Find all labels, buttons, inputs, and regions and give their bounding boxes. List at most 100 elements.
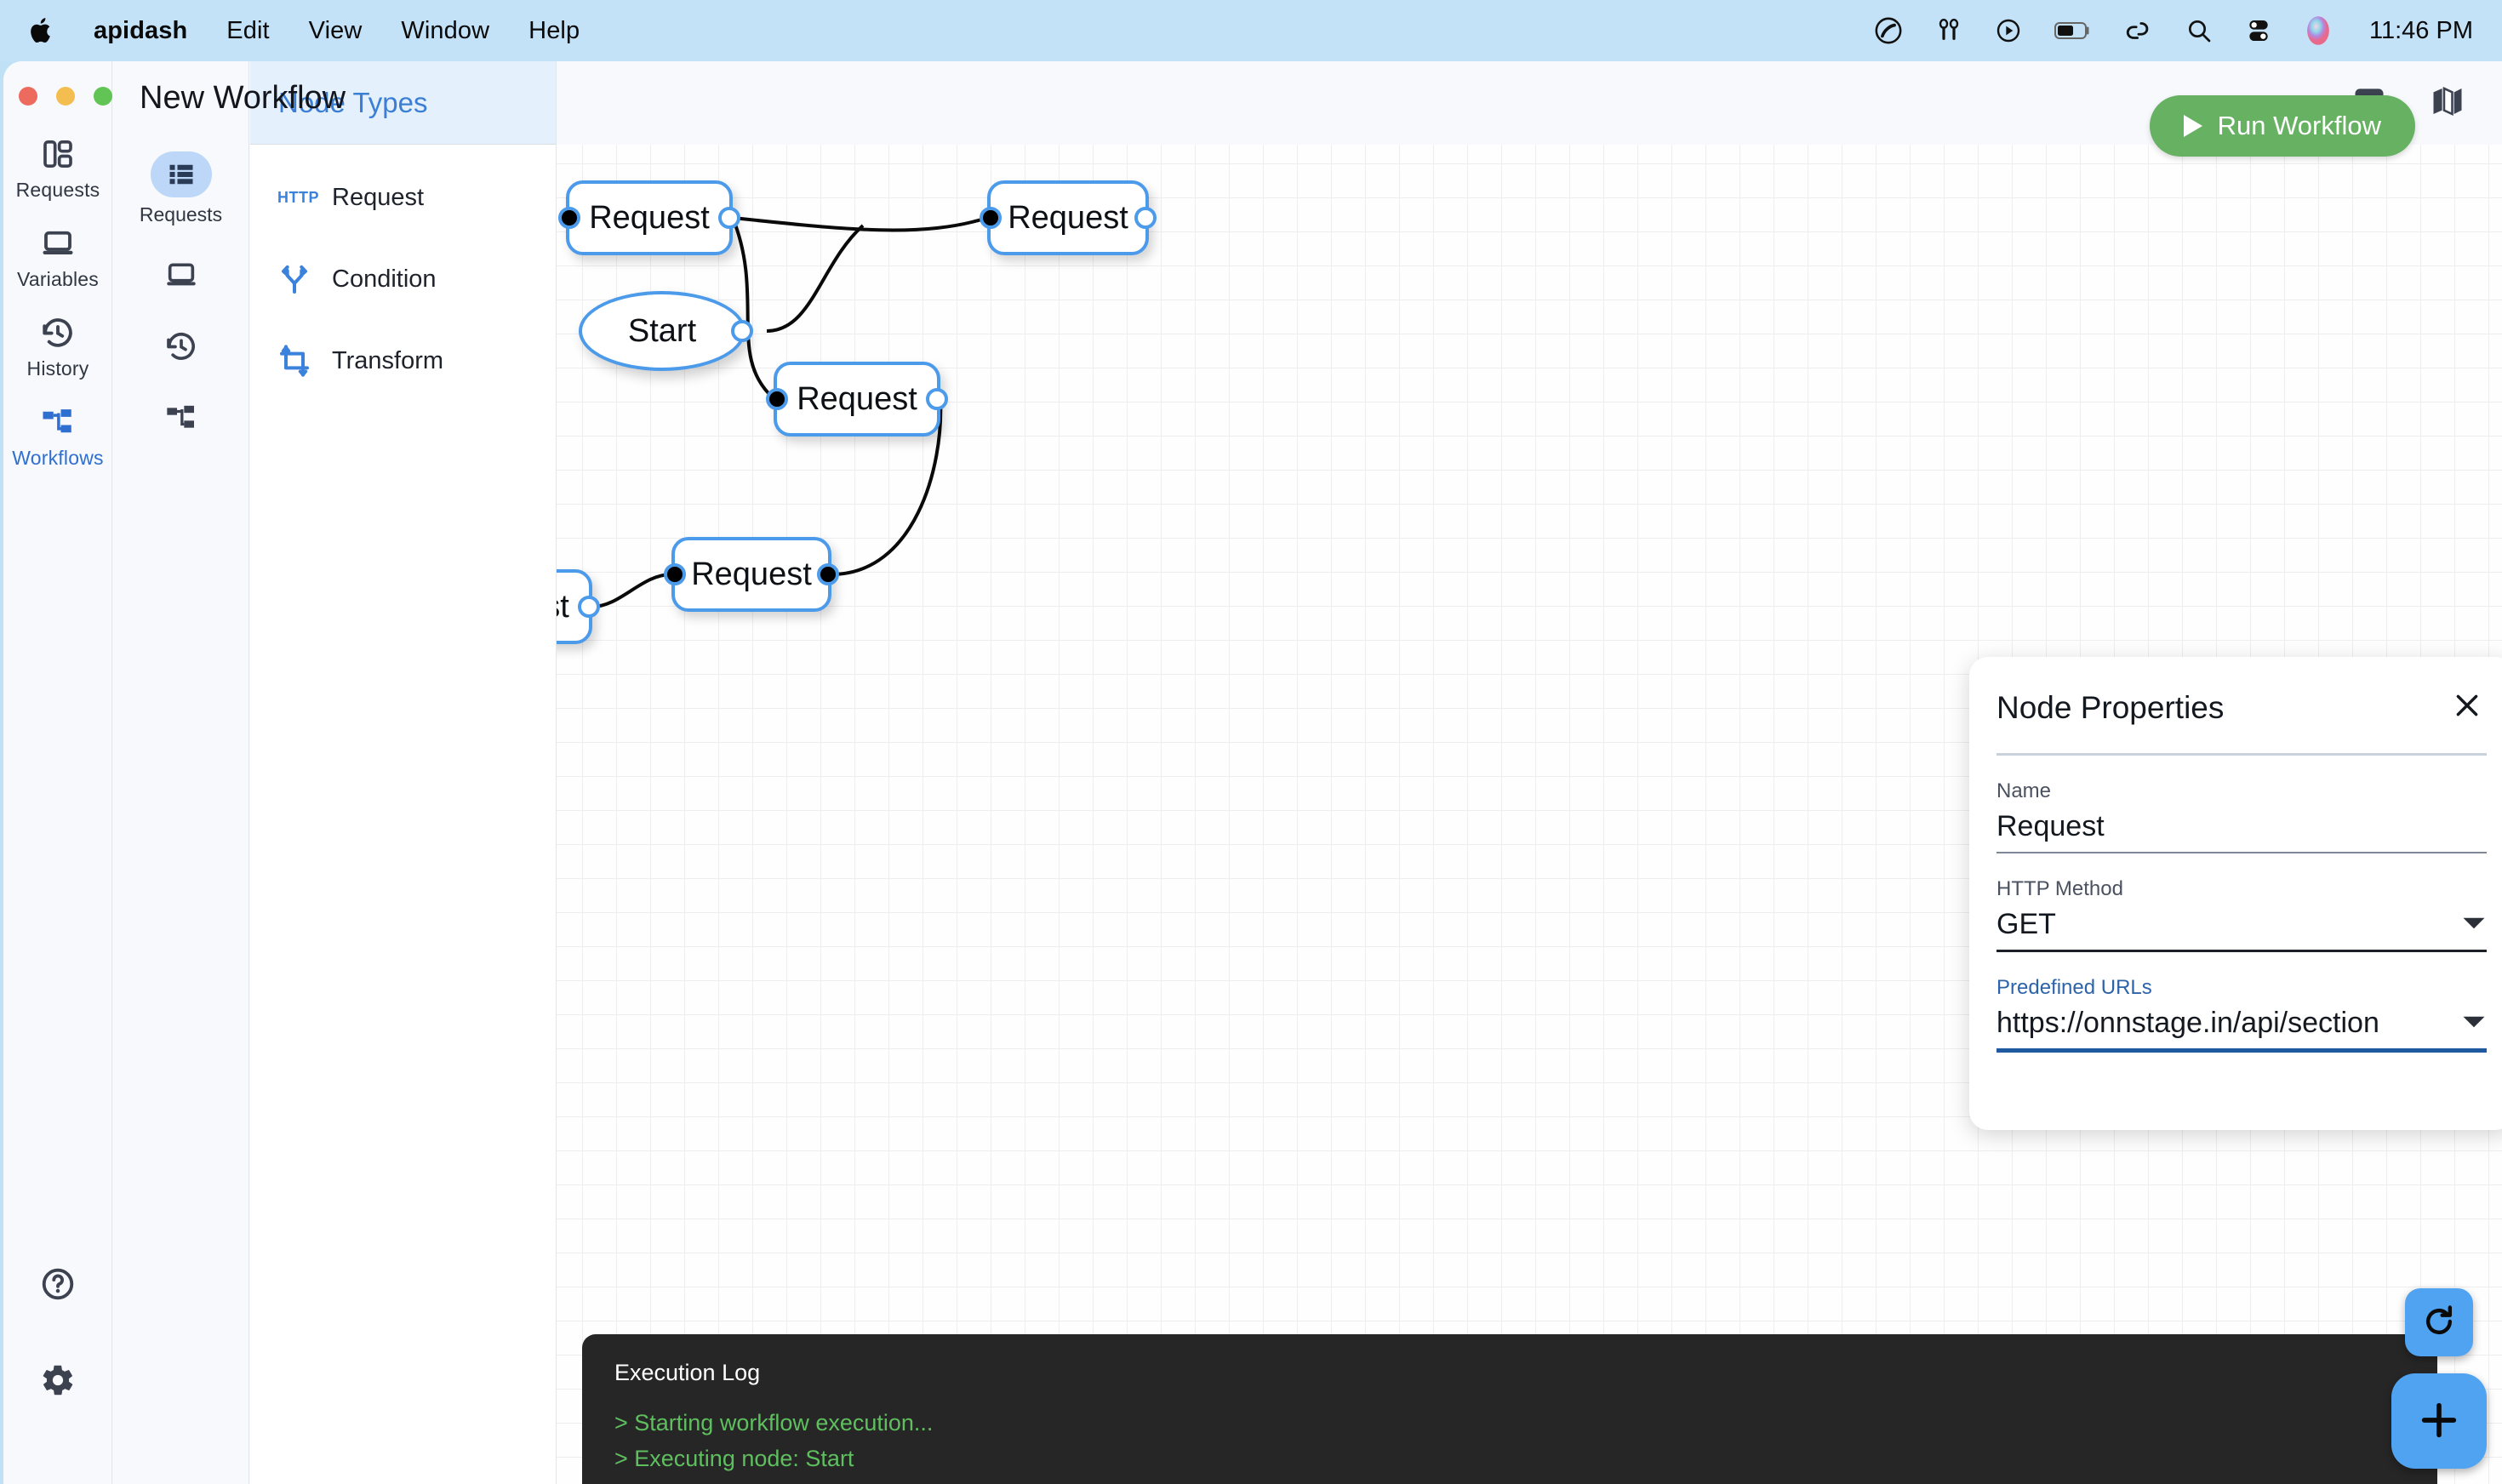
node-output-port[interactable] — [926, 388, 948, 410]
gear-icon — [40, 1362, 76, 1402]
execution-log-line: > Executing node: Start — [614, 1446, 854, 1472]
sidebar-label-variables: Variables — [17, 268, 99, 290]
rail2-item-requests[interactable]: Requests — [113, 151, 248, 226]
node-input-port[interactable] — [980, 207, 1002, 229]
node-type-transform[interactable]: Transform — [250, 320, 556, 402]
window-traffic-lights — [19, 87, 112, 106]
node-output-port[interactable] — [731, 320, 753, 342]
node-output-port[interactable] — [1134, 207, 1157, 229]
sidebar-item-history[interactable]: History — [3, 313, 112, 380]
rail2-label-requests: Requests — [139, 203, 223, 225]
media-play-icon[interactable] — [1995, 17, 2022, 44]
node-input-port[interactable] — [766, 388, 788, 410]
node-type-request[interactable]: HTTP Request — [250, 157, 556, 238]
node-types-header: Node Types — [250, 61, 556, 145]
menubar-item-edit[interactable]: Edit — [226, 16, 270, 44]
zoom-window-button[interactable] — [94, 87, 112, 106]
crop-transform-icon — [277, 344, 318, 378]
menubar-clock: 11:46 PM — [2369, 16, 2473, 44]
map-icon[interactable] — [2429, 83, 2466, 124]
canvas-node-start[interactable]: Start — [579, 291, 753, 371]
divider — [1996, 753, 2487, 756]
node-type-label-condition: Condition — [332, 265, 437, 293]
laptop-icon — [151, 252, 212, 298]
sidebar-item-workflows[interactable]: Workflows — [3, 402, 112, 470]
canvas-node-request-4[interactable]: Request — [664, 537, 839, 612]
help-circle-icon — [40, 1266, 76, 1306]
name-input[interactable]: Request — [1996, 810, 2105, 842]
node-type-condition[interactable]: Condition — [250, 238, 556, 320]
refresh-icon — [2420, 1303, 2458, 1343]
rail2-item-workflows[interactable] — [113, 395, 248, 441]
node-type-label-request: Request — [332, 183, 425, 211]
field-underline — [1996, 852, 2487, 853]
link-icon[interactable] — [2124, 16, 2153, 45]
canvas-node-request-1[interactable]: Request — [558, 180, 740, 255]
add-node-button[interactable] — [2391, 1373, 2487, 1469]
chevron-down-icon[interactable] — [2461, 915, 2487, 950]
rail2-item-history[interactable] — [113, 323, 248, 369]
execution-log-line: Workflow started — [614, 1477, 2405, 1484]
play-icon — [2183, 115, 2202, 137]
execution-log-panel: Execution Log > Starting workflow execut… — [582, 1334, 2437, 1484]
refresh-button[interactable] — [2405, 1288, 2473, 1356]
history-clock-icon — [40, 313, 76, 352]
sidebar-label-history: History — [26, 357, 89, 380]
control-center-icon[interactable] — [2245, 17, 2272, 44]
sidebar-item-requests[interactable]: Requests — [3, 134, 112, 202]
sidebar-label-requests: Requests — [15, 179, 100, 201]
node-label: Request — [1008, 199, 1128, 236]
sidebar-label-workflows: Workflows — [12, 447, 104, 469]
secondary-icon-rail: Requests — [113, 61, 249, 1484]
plus-icon — [2417, 1398, 2461, 1445]
menubar-app-name[interactable]: apidash — [94, 16, 188, 44]
branch-fork-icon — [277, 262, 318, 296]
chevron-down-icon[interactable] — [2461, 1013, 2487, 1048]
workflow-nodes-icon — [40, 402, 76, 442]
airpods-icon[interactable] — [1935, 17, 1962, 44]
app-window: Requests Variables History Workflows — [3, 61, 2502, 1484]
node-output-port[interactable] — [817, 563, 839, 585]
predefined-urls-select-value[interactable]: https://onnstage.in/api/section — [1996, 1007, 2379, 1039]
macos-menubar: apidash Edit View Window Help 11:46 PM — [0, 0, 2502, 61]
siri-icon[interactable] — [2305, 15, 2332, 46]
field-predefined-urls: Predefined URLs https://onnstage.in/api/… — [1996, 976, 2487, 1053]
close-window-button[interactable] — [19, 87, 37, 106]
node-types-title: Node Types — [278, 86, 428, 118]
execution-log-title: Execution Log — [614, 1360, 761, 1385]
node-output-port[interactable] — [718, 207, 740, 229]
search-icon[interactable] — [2185, 17, 2213, 44]
canvas-node-request-2[interactable]: Request — [980, 180, 1157, 255]
sidebar-item-variables[interactable]: Variables — [3, 224, 112, 291]
creative-cloud-icon[interactable] — [1874, 16, 1903, 45]
list-rows-icon — [150, 151, 212, 197]
node-label: Start — [627, 312, 697, 349]
run-workflow-label: Run Workflow — [2217, 111, 2381, 140]
settings-button[interactable] — [3, 1362, 112, 1402]
node-input-port[interactable] — [664, 563, 686, 585]
close-icon[interactable] — [2448, 686, 2487, 729]
node-label: Request — [797, 380, 917, 417]
canvas-node-request-3[interactable]: Request — [766, 362, 948, 437]
minimize-window-button[interactable] — [56, 87, 75, 106]
field-label-predefined-urls: Predefined URLs — [1996, 976, 2152, 999]
history-clock-icon — [151, 323, 212, 369]
battery-icon[interactable] — [2054, 20, 2092, 42]
http-method-select-value[interactable]: GET — [1996, 908, 2056, 940]
rail2-item-variables[interactable] — [113, 252, 248, 298]
node-label: Request — [589, 199, 710, 236]
field-underline — [1996, 950, 2487, 952]
menubar-item-window[interactable]: Window — [401, 16, 490, 44]
dashboard-layout-icon — [41, 134, 75, 174]
menubar-item-help[interactable]: Help — [528, 16, 580, 44]
canvas-node-request-5[interactable]: Request — [557, 569, 600, 644]
apple-logo-icon[interactable] — [29, 16, 54, 45]
run-workflow-button[interactable]: Run Workflow — [2149, 95, 2415, 157]
node-input-port[interactable] — [558, 207, 580, 229]
node-output-port[interactable] — [578, 596, 600, 618]
page-title: New Workflow — [140, 80, 346, 116]
primary-sidebar: Requests Variables History Workflows — [3, 61, 112, 1484]
node-properties-title: Node Properties — [1996, 689, 2225, 725]
help-button[interactable] — [3, 1266, 112, 1306]
menubar-item-view[interactable]: View — [308, 16, 363, 44]
